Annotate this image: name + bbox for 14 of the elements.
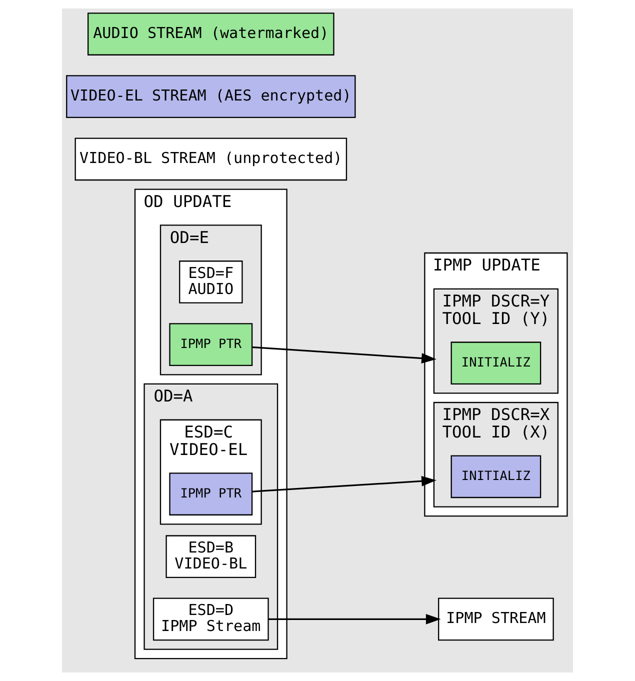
arrow — [252, 476, 436, 492]
node-box: INITIALIZ — [450, 455, 542, 498]
node-box: VIDEO-BL STREAM (unprotected) — [74, 138, 348, 181]
node-box: ESD=F AUDIO — [179, 260, 243, 304]
arrow — [252, 346, 436, 364]
node-box: AUDIO STREAM (watermarked) — [88, 12, 334, 56]
arrow — [268, 614, 441, 624]
node-box: ESD=D IPMP Stream — [152, 598, 269, 641]
node-box: IPMP PTR — [169, 323, 253, 366]
node-box: VIDEO-EL STREAM (AES encrypted) — [66, 75, 356, 118]
node-box: IPMP PTR — [169, 472, 253, 516]
node-box: INITIALIZ — [450, 342, 542, 385]
node-box: IPMP STREAM — [438, 598, 554, 641]
node-box: ESD=B VIDEO-BL — [166, 535, 256, 578]
